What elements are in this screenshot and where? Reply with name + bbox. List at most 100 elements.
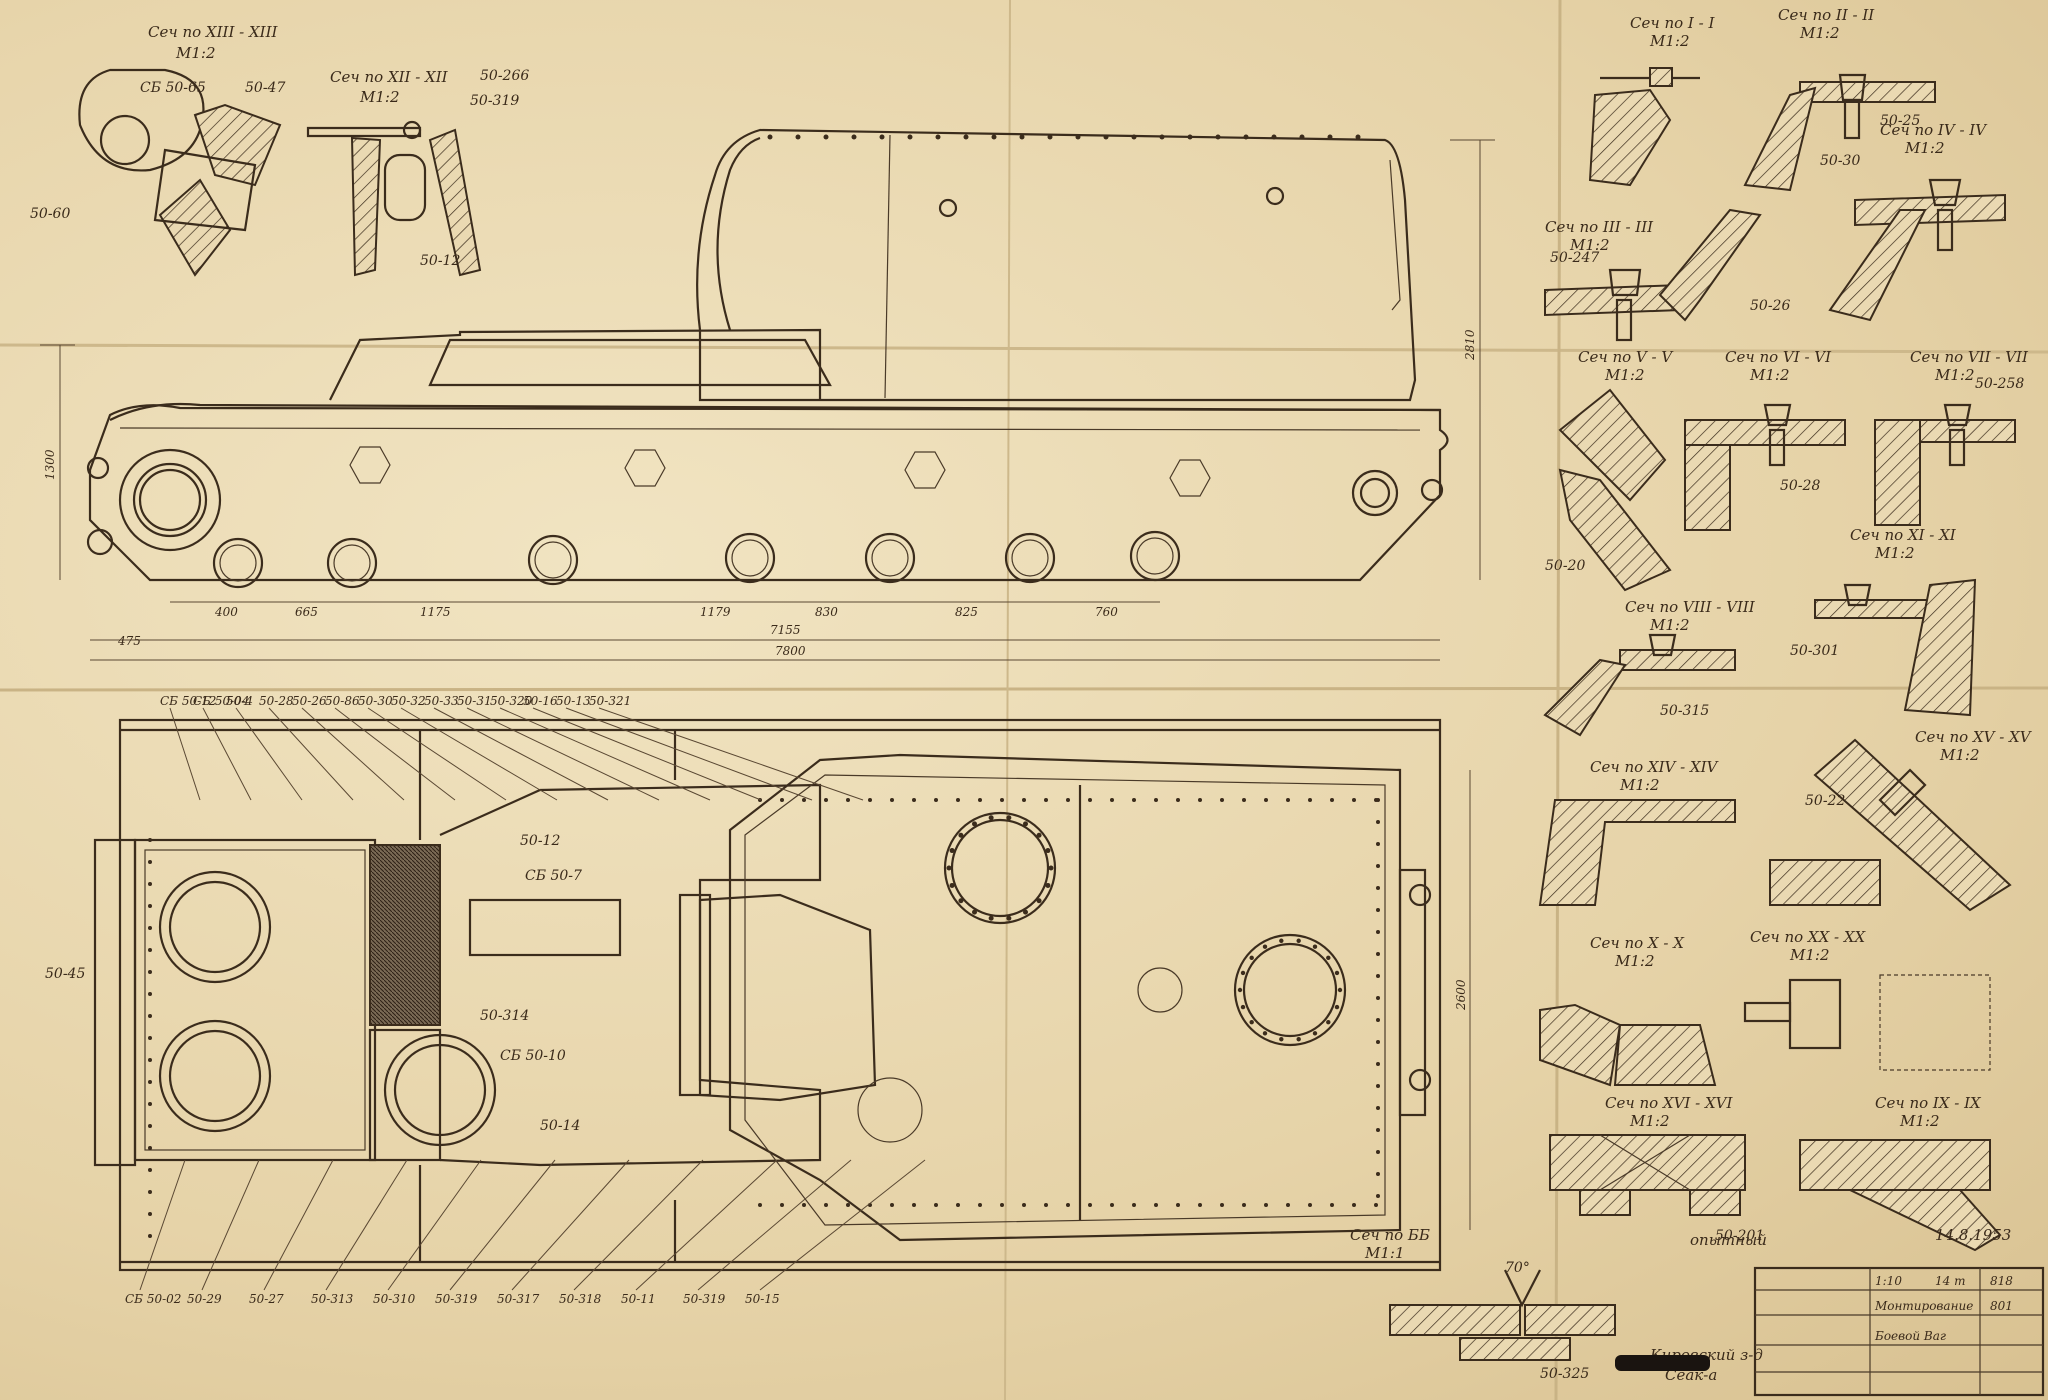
part-label: 50-47 (245, 80, 285, 96)
rivet (1047, 134, 1053, 140)
scale-value: 1:10 (1875, 1274, 1902, 1288)
wheel-opening (212, 537, 264, 589)
part-label: 50-258 (1975, 376, 2024, 392)
section-scale: M1:2 (1614, 952, 1655, 970)
rivet (1355, 134, 1361, 140)
part-label: 50-247 (1550, 250, 1599, 266)
plan-view: 2600 50-45 СБ 50-7 СБ 50-10 50-314 50-14… (45, 718, 1471, 1272)
callout-label: 50-15 (745, 1292, 780, 1306)
section-title: Сеч по I - I (1630, 14, 1715, 32)
section-scale: M1:2 (1619, 776, 1660, 794)
wheel-opening (326, 537, 378, 589)
callout-label: 50-26 (292, 694, 327, 708)
callout-label: 50-33 (424, 694, 459, 708)
drawing-name: Монтирование (1874, 1299, 1973, 1313)
part-label: 50-20 (1545, 558, 1585, 574)
engine-deck-outline (439, 783, 822, 1167)
dim-825: 825 (955, 605, 978, 619)
section-title: Сеч по II - II (1778, 6, 1875, 24)
side-dimensions (40, 139, 1495, 661)
rivet (1131, 134, 1137, 140)
section-title: Сеч по III - III (1545, 218, 1654, 236)
section-title: Сеч по VIII - VIII (1625, 598, 1756, 616)
callout-label: 50-29 (187, 1292, 222, 1306)
callout-label: 50-4 (226, 694, 253, 708)
dim-1179: 1179 (700, 605, 731, 619)
callout-label: 50-310 (373, 1292, 416, 1306)
rivet (1075, 134, 1081, 140)
idler-wheel (1351, 469, 1399, 517)
right-sections: Сеч по I - I M1:2 Сеч по II - II M1:2 50… (1350, 6, 2033, 1382)
dim-760: 760 (1095, 605, 1118, 619)
rivet (795, 134, 801, 140)
bolt-pattern (1169, 459, 1211, 497)
date-stamp: 14.8.1953 (1935, 1226, 2011, 1244)
rivet (1271, 134, 1277, 140)
section-title: Сеч по VII - VII (1910, 348, 2029, 366)
bolt-icon (1265, 186, 1285, 206)
side-view: 400 665 1175 1179 830 825 760 7155 7800 … (40, 128, 1495, 661)
drawing-code: 801 (1990, 1299, 2013, 1313)
section-scale: M1:1 (1364, 1244, 1405, 1262)
section-scale: M1:2 (1649, 616, 1690, 634)
dim-left-height: 1300 (43, 449, 57, 480)
part-label: 50-22 (1805, 793, 1845, 809)
section-scale: M1:2 (1874, 544, 1915, 562)
callout-label: 50-321 (589, 694, 631, 708)
plan-outer-frame (118, 718, 1442, 1272)
callout-label: 50-86 (325, 694, 360, 708)
part-label: 50-45 (45, 966, 85, 982)
callout-label: 50-317 (497, 1292, 540, 1306)
bolt-icon (938, 198, 958, 218)
section-title: Сеч по XX - XX (1750, 928, 1867, 946)
bolt-pattern (349, 446, 391, 484)
rivet (1327, 134, 1333, 140)
rivet (991, 134, 997, 140)
callout-label: 50-319 (683, 1292, 726, 1306)
rivet (1019, 134, 1025, 140)
section-scale: M1:2 (1649, 32, 1690, 50)
section-title: Сеч по ББ (1350, 1226, 1430, 1244)
dim-1175: 1175 (420, 605, 451, 619)
fan-opening-bottom (158, 1019, 272, 1133)
rivet (907, 134, 913, 140)
part-label: СБ 50-7 (525, 868, 582, 884)
rivet (963, 134, 969, 140)
rivet (1299, 134, 1305, 140)
rivet (851, 134, 857, 140)
section-scale: M1:2 (1939, 746, 1980, 764)
radiator-grille (369, 844, 441, 1026)
dim-height: 2810 (1463, 329, 1477, 361)
wheel-opening (1129, 530, 1181, 582)
rivet (879, 134, 885, 140)
wheel-opening (527, 534, 579, 586)
part-label: 50-325 (1540, 1366, 1589, 1382)
section-title: Сеч по XII - XII (330, 68, 449, 86)
section-scale: M1:2 (1904, 139, 1945, 157)
mass-value: 14 т (1935, 1274, 1965, 1288)
callout-label: 50-27 (249, 1292, 284, 1306)
section-title: Сеч по XIII - XIII (148, 23, 279, 41)
part-label: 50-266 (480, 68, 529, 84)
part-label: 50-12 (420, 253, 460, 269)
casemate-roof-outline (728, 753, 1402, 1242)
part-label: 50-30 (1820, 153, 1860, 169)
section-title: Сеч по VI - VI (1725, 348, 1832, 366)
section-scale: M1:2 (1799, 24, 1840, 42)
commander-cupola (943, 811, 1057, 925)
part-label: 50-315 (1660, 703, 1709, 719)
section-title: Сеч по XV - XV (1915, 728, 2033, 746)
section-title: Сеч по X - X (1590, 934, 1685, 952)
fighting-compartment-outline (696, 128, 1417, 402)
callout-label: 50-318 (559, 1292, 602, 1306)
part-label: 50-26 (1750, 298, 1790, 314)
part-label: 50-14 (540, 1118, 580, 1134)
part-label: 50-28 (1780, 478, 1820, 494)
dim-475: 475 (117, 634, 141, 648)
redaction-mark (1615, 1355, 1710, 1371)
section-xii: Сеч по XII - XII M1:2 50-266 50-319 50-1… (306, 68, 529, 277)
casemate-rivets (767, 134, 1361, 140)
